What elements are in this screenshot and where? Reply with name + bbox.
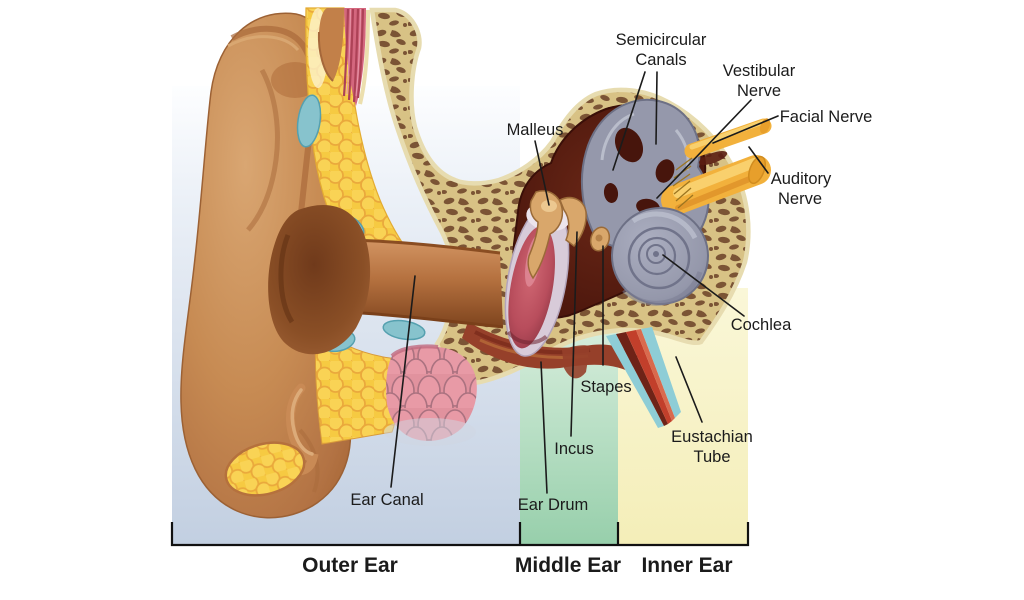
malleus-bone bbox=[527, 190, 564, 280]
eustachian-lumen bbox=[626, 330, 672, 424]
concha bbox=[268, 204, 371, 355]
cochlea-spiral-turn bbox=[627, 226, 691, 290]
skin-fold-top-crease bbox=[317, 31, 334, 82]
muscle-stripe-light bbox=[355, 8, 362, 97]
leader-line-facial bbox=[712, 115, 779, 144]
muscle-stripe bbox=[347, 8, 355, 101]
cochlea-spiral-center bbox=[653, 251, 659, 257]
cochlea-spiral-turn bbox=[637, 236, 677, 276]
ossicles bbox=[527, 190, 611, 280]
label-eustachian-line1: Eustachian bbox=[671, 428, 753, 446]
parotid-fade bbox=[384, 418, 476, 446]
concha-shadow-arc bbox=[278, 234, 295, 324]
region-bracket bbox=[170, 522, 750, 547]
eardrum-bottom-shade bbox=[506, 330, 548, 345]
leader-lines bbox=[390, 71, 779, 494]
label-facial-nerve: Facial Nerve bbox=[780, 108, 873, 126]
leader-line-earcanal bbox=[390, 275, 416, 488]
muscle-stripe-light bbox=[346, 8, 352, 95]
muscle-stripe bbox=[356, 8, 365, 99]
malleus-highlight bbox=[541, 200, 557, 212]
leader-line-incus bbox=[570, 231, 578, 437]
leader-line-semicircular-b bbox=[655, 71, 658, 145]
label-semicircular-line1: Semicircular bbox=[616, 31, 707, 49]
ear-canal-tube bbox=[346, 240, 503, 327]
label-auditory-line1: Auditory bbox=[771, 170, 832, 188]
label-vestibular-line1: Vestibular bbox=[723, 62, 796, 80]
incus-bone bbox=[559, 196, 587, 248]
region-titles: Outer Ear Middle Ear Inner Ear bbox=[302, 554, 732, 577]
leader-line-cochlea bbox=[662, 254, 745, 317]
leader-line-vestibular bbox=[656, 99, 752, 199]
annotation-labels: Malleus Semicircular Canals Vestibular N… bbox=[350, 31, 872, 514]
cartilage-piece bbox=[296, 94, 322, 148]
eustachian-cartilage bbox=[641, 327, 681, 418]
tensor-muscle bbox=[562, 345, 590, 379]
periosteum-line bbox=[358, 9, 370, 105]
eustachian-cartilage bbox=[606, 334, 664, 428]
canal-opening bbox=[603, 183, 619, 203]
canal-opening bbox=[655, 159, 675, 183]
cochlea bbox=[611, 207, 709, 306]
facial-nerve bbox=[684, 118, 772, 159]
label-eustachian-line2: Tube bbox=[694, 448, 731, 466]
antihelix-fold bbox=[246, 68, 280, 232]
auditory-nerve bbox=[661, 155, 771, 215]
label-stapes: Stapes bbox=[580, 378, 631, 396]
eustachian-lumen-light bbox=[636, 329, 675, 421]
label-earcanal: Ear Canal bbox=[350, 491, 423, 509]
leader-line-auditory bbox=[748, 146, 769, 174]
cochlea-shade bbox=[622, 271, 703, 306]
label-malleus: Malleus bbox=[507, 121, 564, 139]
cochlea-spiral-turn bbox=[646, 244, 666, 264]
parotid-edge bbox=[390, 344, 439, 358]
canal-opening bbox=[614, 127, 644, 163]
facial-nerve-highlight bbox=[689, 119, 766, 150]
label-cochlea: Cochlea bbox=[731, 316, 792, 334]
cross-section bbox=[224, 7, 772, 497]
muscle-stripe bbox=[352, 8, 360, 103]
canal-ridge-highlight bbox=[600, 112, 635, 161]
auditory-nerve-shade bbox=[675, 175, 755, 211]
eustachian-tube bbox=[606, 327, 681, 428]
muscle-tissue bbox=[342, 8, 370, 106]
eustachian-wall bbox=[616, 332, 668, 426]
earlobe-fat-cut bbox=[224, 441, 306, 497]
cartilage-piece bbox=[382, 319, 426, 341]
muscle-stripe bbox=[342, 8, 350, 97]
label-auditory-line2: Nerve bbox=[778, 190, 822, 208]
ear-canal-lower-wall bbox=[345, 310, 504, 329]
label-vestibular-line2: Nerve bbox=[737, 82, 781, 100]
nerve-notch bbox=[698, 151, 728, 165]
region-title-outer-ear: Outer Ear bbox=[302, 554, 398, 577]
helix-highlight bbox=[227, 35, 300, 52]
parotid-mass bbox=[384, 344, 477, 446]
nerves bbox=[661, 118, 772, 215]
label-eardrum: Ear Drum bbox=[518, 496, 589, 514]
label-semicircular-line2: Canals bbox=[635, 51, 686, 69]
leader-line-eardrum bbox=[540, 361, 548, 494]
region-title-middle-ear: Middle Ear bbox=[515, 554, 621, 577]
leader-line-eustachian bbox=[675, 356, 703, 423]
leader-line-malleus bbox=[534, 140, 550, 206]
cochlea-highlight bbox=[631, 211, 698, 240]
skin-fold-top bbox=[318, 8, 344, 81]
leader-line-semicircular-a bbox=[612, 71, 646, 171]
stapes-detail bbox=[595, 234, 603, 242]
ear-canal bbox=[345, 238, 504, 329]
label-incus: Incus bbox=[554, 440, 593, 458]
skin-fold-hook bbox=[285, 383, 319, 476]
region-title-inner-ear: Inner Ear bbox=[641, 554, 732, 577]
